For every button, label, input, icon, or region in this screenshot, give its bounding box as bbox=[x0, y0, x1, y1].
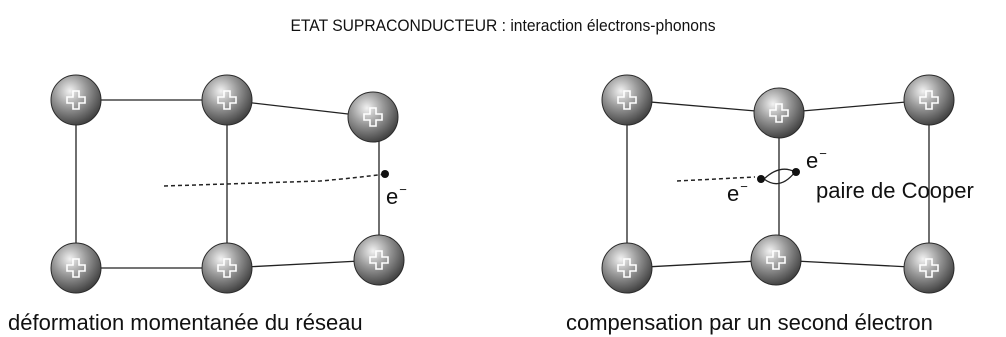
electron-label-second: e− bbox=[806, 146, 827, 173]
cooper-pair-label: paire de Cooper bbox=[816, 178, 974, 203]
ion-left-top-left bbox=[50, 74, 102, 126]
electron-trajectory bbox=[163, 173, 386, 187]
electron-dot-second bbox=[792, 168, 800, 176]
left-lattice bbox=[50, 74, 405, 294]
diagram-title: ETAT SUPRACONDUCTEUR : interaction élect… bbox=[290, 16, 716, 35]
incoming-electron-trajectory bbox=[676, 176, 756, 182]
ion-right-top-left bbox=[601, 74, 653, 126]
left-caption: déformation momentanée du réseau bbox=[8, 310, 363, 335]
electron-dot-first bbox=[757, 175, 765, 183]
ion-right-bottom-right bbox=[903, 242, 955, 294]
cooper-pair-bond-lower bbox=[763, 171, 796, 185]
ion-right-bottom-left bbox=[601, 242, 653, 294]
ion-left-top-right bbox=[347, 91, 399, 143]
ion-left-bottom-middle bbox=[201, 242, 253, 294]
right-lattice bbox=[601, 74, 955, 294]
ion-right-top-middle bbox=[753, 87, 805, 139]
ion-left-bottom-right bbox=[353, 234, 405, 286]
ion-left-top-middle bbox=[201, 74, 253, 126]
ion-left-bottom-left bbox=[50, 242, 102, 294]
electron-label-first: e− bbox=[727, 179, 748, 206]
electron-label-left: e− bbox=[386, 182, 407, 209]
ion-right-top-right bbox=[903, 74, 955, 126]
ion-right-bottom-middle bbox=[750, 234, 802, 286]
right-caption: compensation par un second électron bbox=[566, 310, 933, 335]
electron-dot bbox=[381, 170, 389, 178]
